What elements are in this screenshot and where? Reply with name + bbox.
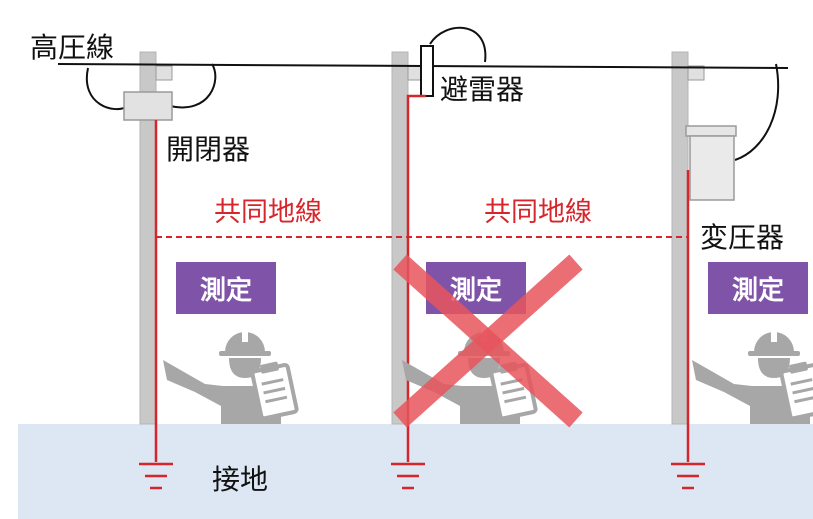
insulator-left xyxy=(155,65,173,81)
worker-with-hardhat-and-clipboard-icon xyxy=(163,330,299,424)
lightning-arrester xyxy=(420,45,434,97)
switch-box xyxy=(123,91,173,121)
label-lightning-arrester: 避雷器 xyxy=(440,73,525,106)
worker-with-hardhat-and-clipboard-icon xyxy=(692,330,813,424)
label-ground: 接地 xyxy=(212,463,269,496)
insulator-right xyxy=(687,65,705,81)
ground-area xyxy=(18,424,813,519)
label-high-voltage-line: 高圧線 xyxy=(30,31,115,64)
label-transformer: 変圧器 xyxy=(700,221,785,254)
measurement-badge-right: 測定 xyxy=(708,262,808,314)
transformer-body xyxy=(689,135,735,201)
ground-symbol-icon xyxy=(139,462,173,490)
ground-wire-center xyxy=(406,94,426,462)
measurement-badge-left: 測定 xyxy=(176,262,276,314)
transformer-loop-wire xyxy=(734,63,780,161)
ground-symbol-icon xyxy=(671,462,705,490)
arrester-loop-wire xyxy=(429,26,487,63)
label-common-ground-line-left: 共同地線 xyxy=(214,197,322,228)
label-switch: 開閉器 xyxy=(166,133,251,166)
label-common-ground-line-right: 共同地線 xyxy=(484,197,592,228)
ground-symbol-icon xyxy=(391,462,425,490)
